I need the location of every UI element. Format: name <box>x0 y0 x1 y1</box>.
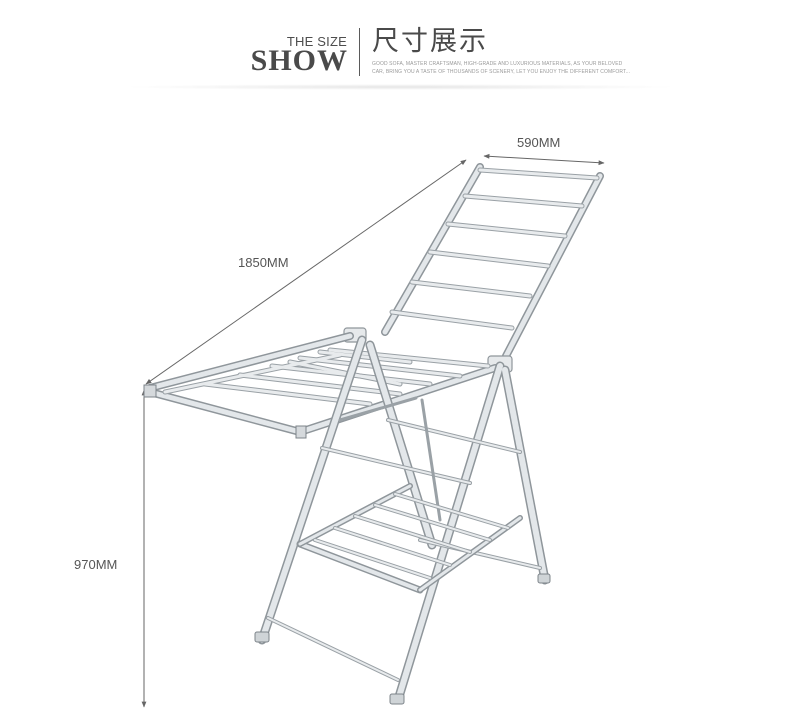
the-size-label: THE SIZE <box>286 34 347 49</box>
header-shadow <box>120 84 680 90</box>
dimension-height-label: 970MM <box>74 557 118 572</box>
header-divider <box>359 28 360 76</box>
lower-shelf <box>296 483 523 594</box>
upper-wing <box>381 163 604 360</box>
section-title: 尺寸展示 <box>372 26 488 57</box>
section-header: THE SIZE SHOW 尺寸展示 GOOD SOFA, MASTER CRA… <box>0 0 790 96</box>
dimension-length-label: 1850MM <box>238 255 289 270</box>
header-subtitle-line-2: CAR, BRING YOU A TASTE OF THOUSANDS OF S… <box>372 69 631 75</box>
rack-frame <box>143 163 604 705</box>
wing-end-cap <box>143 384 157 398</box>
dimension-lines <box>141 153 605 708</box>
header-subtitle-line-1: GOOD SOFA, MASTER CRAFTSMAN, HIGH-GRADE … <box>372 61 623 67</box>
wing-end-cap <box>295 425 307 439</box>
dimension-line-590 <box>483 153 605 166</box>
legs <box>254 335 551 705</box>
show-label: SHOW <box>250 44 348 77</box>
dimension-line-1850 <box>145 159 467 385</box>
dimension-width-label: 590MM <box>517 135 561 150</box>
left-wing <box>143 332 499 439</box>
